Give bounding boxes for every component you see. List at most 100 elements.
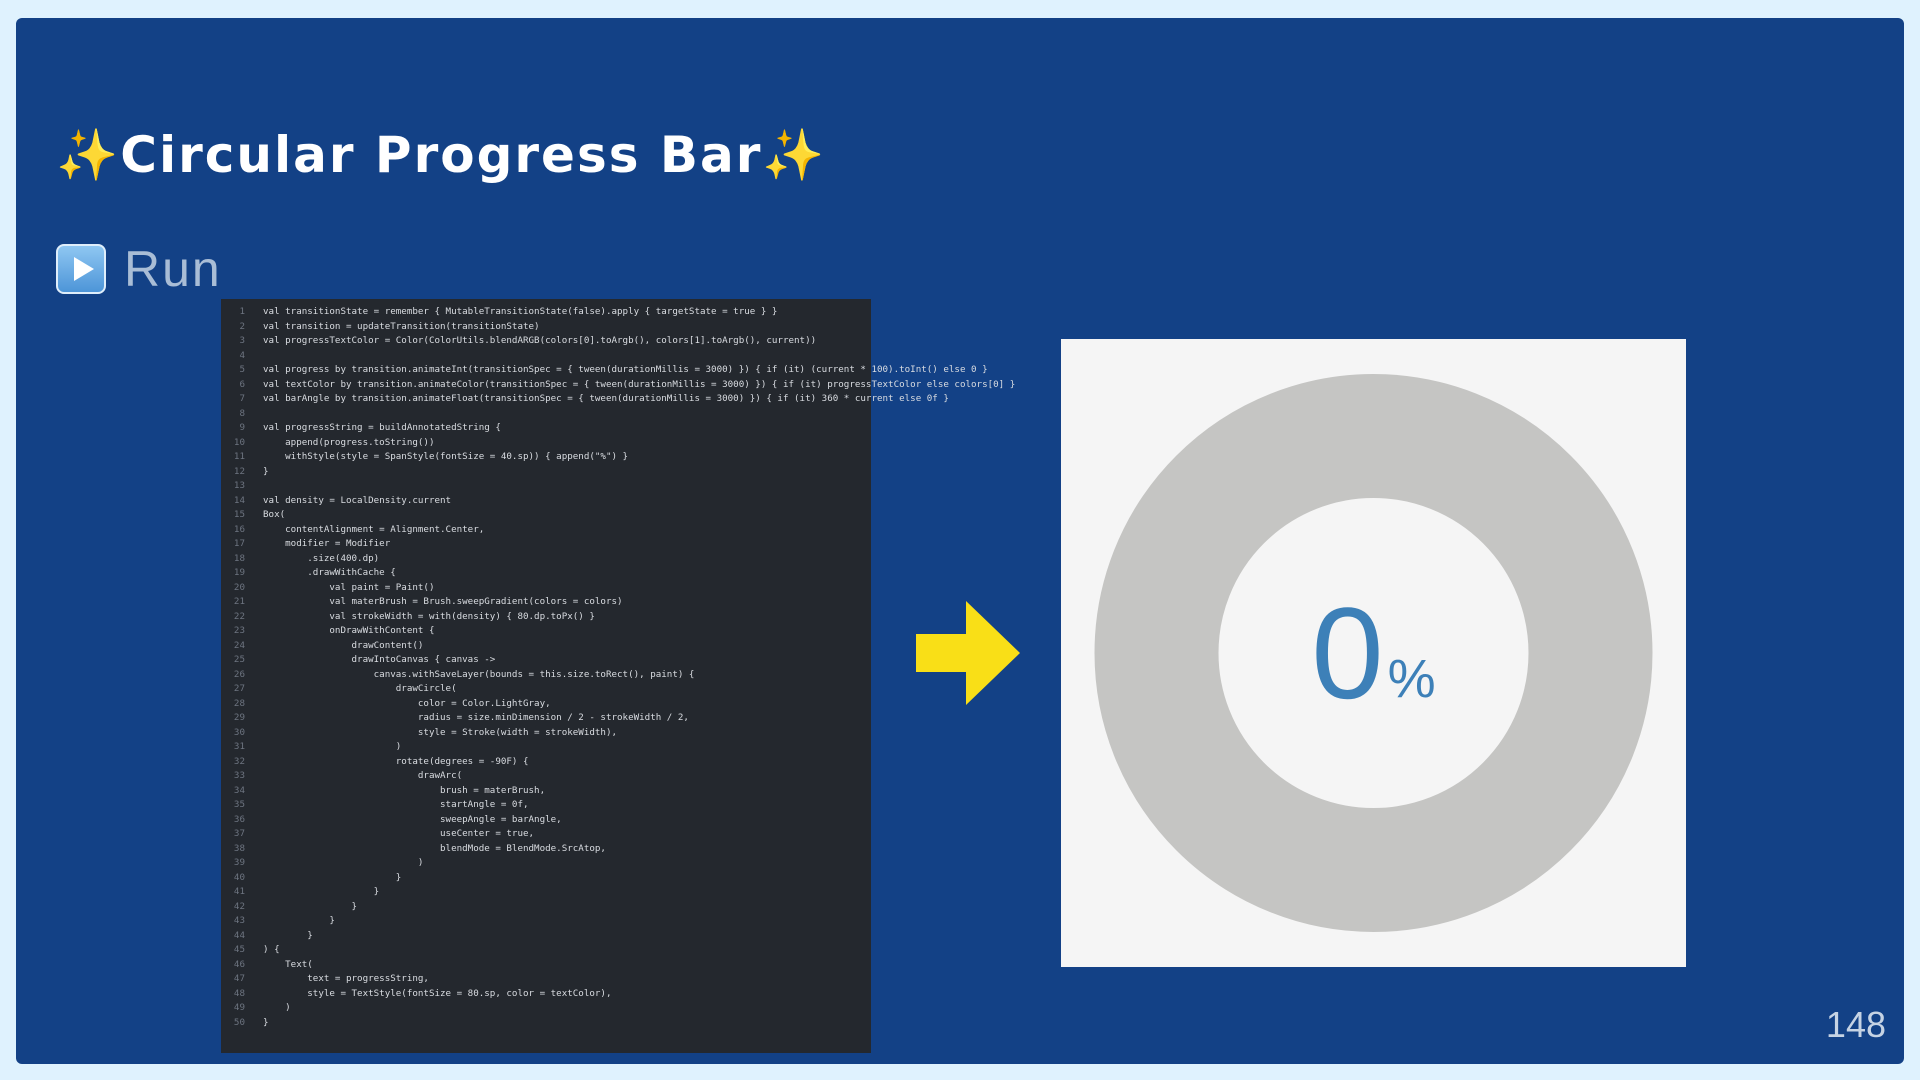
- code-text: }: [263, 929, 313, 941]
- code-text: ): [263, 1002, 291, 1013]
- code-line: 32 rotate(degrees = -90F) {: [221, 755, 871, 770]
- run-row[interactable]: Run: [56, 240, 222, 298]
- code-line: 37 useCenter = true,: [221, 827, 871, 842]
- line-number: 20: [233, 581, 245, 593]
- line-number: 10: [233, 436, 245, 448]
- line-number: 50: [233, 1016, 245, 1028]
- code-line: 34 brush = materBrush,: [221, 784, 871, 799]
- code-line: 33 drawArc(: [221, 769, 871, 784]
- line-number: 7: [239, 393, 245, 404]
- line-number: 34: [233, 784, 245, 796]
- code-text: val materBrush = Brush.sweepGradient(col…: [263, 596, 623, 607]
- code-text: val progressTextColor = Color(ColorUtils…: [263, 335, 817, 346]
- line-number: 32: [233, 755, 245, 767]
- line-number: 13: [233, 480, 245, 491]
- play-icon[interactable]: [56, 244, 106, 294]
- code-line: 49 ): [221, 1001, 871, 1016]
- line-number: 37: [233, 828, 245, 839]
- line-number: 42: [233, 900, 245, 912]
- code-text: useCenter = true,: [263, 828, 535, 839]
- code-text: onDrawWithContent {: [263, 625, 435, 636]
- code-text: val transition = updateTransition(transi…: [263, 320, 540, 332]
- line-number: 22: [233, 610, 245, 622]
- code-line: 5 val progress by transition.animateInt(t…: [221, 363, 987, 378]
- line-number: 8: [239, 407, 245, 419]
- code-text: withStyle(style = SpanStyle(fontSize = 4…: [263, 451, 629, 462]
- code-text: canvas.withSaveLayer(bounds = this.size.…: [263, 668, 695, 680]
- code-line: 25 drawIntoCanvas { canvas ->: [221, 653, 871, 668]
- code-line: 30 style = Stroke(width = strokeWidth),: [221, 726, 871, 741]
- line-number: 1: [239, 306, 245, 317]
- line-number: 16: [233, 523, 245, 535]
- code-text: modifier = Modifier: [263, 538, 391, 549]
- line-number: 47: [233, 973, 245, 984]
- code-line: 23 onDrawWithContent {: [221, 624, 871, 639]
- code-line: 14 val density = LocalDensity.current: [221, 494, 871, 509]
- progress-ring-track: [1094, 374, 1653, 932]
- code-text: }: [263, 871, 402, 883]
- line-number: 36: [233, 813, 245, 825]
- code-line: 31 ): [221, 740, 871, 755]
- line-number: 30: [233, 726, 245, 738]
- preview-panel: 0 %: [1061, 339, 1686, 967]
- line-number: 15: [233, 509, 245, 520]
- code-line: 10 append(progress.toString()): [221, 436, 871, 451]
- arrow-right-icon: [916, 601, 1020, 705]
- code-line: 21 val materBrush = Brush.sweepGradient(…: [221, 595, 871, 610]
- code-line: 22 val strokeWidth = with(density) { 80.…: [221, 610, 871, 625]
- code-text: }: [263, 465, 269, 477]
- code-line: 4: [221, 349, 871, 364]
- code-line: 41 }: [221, 885, 871, 900]
- code-line: 28 color = Color.LightGray,: [221, 697, 871, 712]
- code-text: color = Color.LightGray,: [263, 697, 551, 709]
- code-text: ): [263, 857, 424, 868]
- code-text: blendMode = BlendMode.SrcAtop,: [263, 842, 606, 854]
- progress-ring: [1094, 374, 1653, 932]
- code-text: val progress by transition.animateInt(tr…: [263, 364, 988, 375]
- code-text: sweepAngle = barAngle,: [263, 813, 562, 825]
- code-line: 16 contentAlignment = Alignment.Center,: [221, 523, 871, 538]
- code-line: 46 Text(: [221, 958, 871, 973]
- line-number: 19: [233, 567, 245, 578]
- line-number: 49: [233, 1002, 245, 1013]
- line-number: 2: [239, 320, 245, 332]
- code-text: drawIntoCanvas { canvas ->: [263, 654, 496, 665]
- line-number: 12: [233, 465, 245, 477]
- code-line: 43 }: [221, 914, 871, 929]
- code-line: 19 .drawWithCache {: [221, 566, 871, 581]
- code-line: 39 ): [221, 856, 871, 871]
- code-text: val progressString = buildAnnotatedStrin…: [263, 422, 501, 433]
- code-line: 24 drawContent(): [221, 639, 871, 654]
- line-number: 5: [239, 364, 245, 375]
- code-line: 26 canvas.withSaveLayer(bounds = this.si…: [221, 668, 871, 683]
- line-number: 18: [233, 552, 245, 564]
- line-number: 14: [233, 494, 245, 506]
- line-number: 21: [233, 596, 245, 607]
- code-line: 35 startAngle = 0f,: [221, 798, 871, 813]
- code-line: 44 }: [221, 929, 871, 944]
- progress-value: 0: [1311, 580, 1384, 726]
- code-line: 48 style = TextStyle(fontSize = 80.sp, c…: [221, 987, 871, 1002]
- progress-label: 0 %: [1061, 339, 1686, 967]
- code-text: val density = LocalDensity.current: [263, 494, 452, 506]
- code-line: 42 }: [221, 900, 871, 915]
- line-number: 17: [233, 538, 245, 549]
- code-text: contentAlignment = Alignment.Center,: [263, 523, 485, 535]
- code-text: drawContent(): [263, 639, 424, 651]
- line-number: 45: [233, 944, 245, 955]
- code-text: Text(: [263, 958, 313, 970]
- code-text: append(progress.toString()): [263, 436, 435, 448]
- code-text: ) {: [263, 944, 280, 955]
- line-number: 26: [233, 668, 245, 680]
- code-line: 2 val transition = updateTransition(trans…: [221, 320, 871, 335]
- code-text: ): [263, 741, 402, 752]
- code-line: 29 radius = size.minDimension / 2 - stro…: [221, 711, 871, 726]
- code-line: 45 ) {: [221, 943, 871, 958]
- code-text: }: [263, 900, 358, 912]
- line-number: 11: [233, 451, 245, 462]
- code-text: style = Stroke(width = strokeWidth),: [263, 726, 618, 738]
- code-text: radius = size.minDimension / 2 - strokeW…: [263, 712, 689, 723]
